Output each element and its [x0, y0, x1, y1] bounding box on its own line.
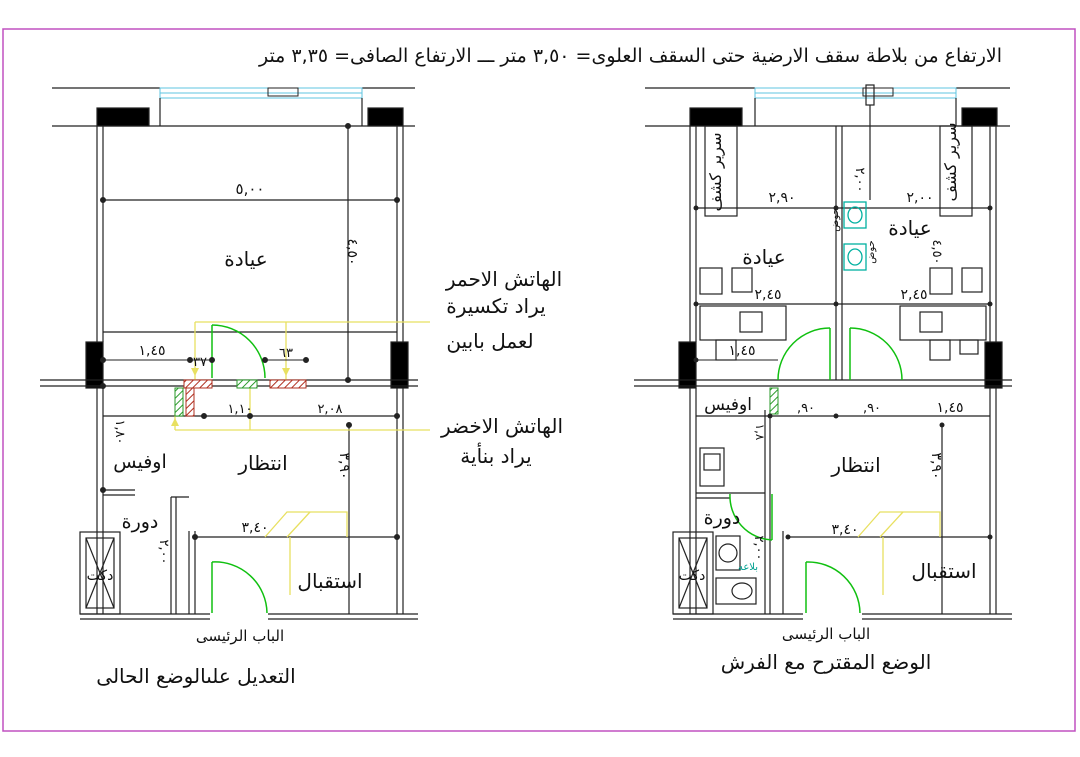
room-label-duct: دكت — [87, 568, 114, 584]
right-plan-caption: الوضع المقترح مع الفرش — [721, 650, 932, 674]
room-label-wc: دورة — [704, 507, 741, 529]
right-yellow-lines — [857, 511, 941, 595]
column — [678, 341, 697, 389]
room-label-office: اوفيس — [113, 451, 167, 473]
chair — [929, 267, 953, 295]
right-labels: سرير كشف سرير كشف ٢,٩٠ ٢,٠٠ ٢,٠٠ حوض حوض… — [679, 122, 977, 674]
right-plan — [634, 84, 1012, 620]
right-duct-box — [672, 531, 714, 615]
dim-label: ٣,٩٠ — [336, 452, 352, 479]
dim-label: ١,١٠ — [227, 402, 252, 417]
sheet-frame — [2, 28, 1076, 732]
dim-label: ٤,٥٠ — [344, 238, 360, 265]
green-hatch-area — [174, 387, 184, 417]
room-label-wc: دورة — [122, 511, 159, 533]
svg-text:لعمل بابين: لعمل بابين — [446, 329, 533, 353]
dim-label: ,٩٠ — [863, 401, 881, 416]
dim-label: ٢,٠٠ — [906, 190, 933, 206]
kitchen-sink — [699, 447, 725, 487]
left-plan — [40, 87, 418, 620]
left-arrows — [171, 368, 290, 426]
dim-label: ٢,٠٠ — [156, 539, 171, 564]
dim-label: ٣,٤٠ — [241, 520, 268, 536]
dim-label: ٢,٤٥ — [900, 287, 927, 303]
main-door-label: الباب الرئيسى — [196, 627, 284, 645]
left-duct-box — [79, 531, 121, 615]
dim-label: ١,٤٥ — [728, 343, 755, 359]
dim-label: ٣,٤٠ — [831, 522, 858, 538]
dim-label: ٣٧ — [193, 355, 207, 370]
room-label-office: اوفيس — [704, 395, 752, 415]
column — [367, 107, 404, 127]
toilet-fixture — [715, 577, 757, 605]
dim-label: ١,٨ — [753, 424, 767, 441]
room-label-clinic: عيادة — [888, 216, 931, 240]
desk — [699, 305, 787, 341]
svg-text:الهاتش الاخضر: الهاتش الاخضر — [440, 414, 563, 438]
right-window — [754, 87, 957, 99]
svg-text:الهاتش الاحمر: الهاتش الاحمر — [445, 267, 562, 291]
chair — [929, 339, 951, 361]
column — [984, 341, 1003, 389]
basin-label: حوض — [866, 240, 877, 263]
dim-label: ١,٨٠ — [112, 419, 127, 444]
room-label-clinic: عيادة — [742, 245, 785, 269]
left-doors — [211, 324, 268, 614]
room-label-reception: استقبال — [297, 569, 362, 593]
desk — [899, 305, 987, 341]
dim-label: ٦٣ — [279, 346, 293, 361]
svg-text:يراد بنأية: يراد بنأية — [460, 442, 531, 468]
chair — [699, 267, 723, 295]
column — [689, 107, 743, 127]
dim-label: ,٩٠ — [797, 401, 815, 416]
left-yellow-lines — [174, 321, 430, 595]
dim-label: ١,٤٥ — [138, 343, 165, 359]
right-dim-points — [693, 205, 993, 540]
left-window — [159, 87, 363, 99]
exam-bed-right — [939, 125, 973, 217]
basin-label: حوض — [830, 208, 841, 231]
room-label-reception: استقبال — [911, 559, 976, 583]
column — [961, 107, 998, 127]
svg-text:يراد تكسيرة: يراد تكسيرة — [446, 294, 545, 318]
green-hatch-note: الهاتش الاخضر يراد بنأية — [440, 414, 563, 468]
dim-label: ٥,٠٠ — [236, 180, 265, 198]
column — [390, 341, 409, 389]
left-dim-lines — [100, 123, 400, 540]
dim-label: ٢,٠٠ — [852, 167, 867, 192]
column — [85, 341, 104, 389]
dim-label: ١,٤٥ — [936, 400, 963, 416]
chair — [731, 267, 753, 293]
red-hatch-area — [185, 387, 195, 417]
room-label-clinic: عيادة — [224, 247, 267, 271]
dim-label: ٢,٠٨ — [317, 402, 342, 417]
room-label-duct: دكت — [679, 568, 706, 584]
chair — [961, 267, 983, 293]
room-label-waiting: انتظار — [237, 451, 287, 475]
dim-label: ٣,٩٠ — [928, 452, 944, 479]
toilet-label: بلاعه — [738, 562, 758, 573]
height-note: الارتفاع من بلاطة سقف الارضية حتى السقف … — [258, 45, 1002, 67]
red-hatch-note: الهاتش الاحمر يراد تكسيرة لعمل بابين — [445, 267, 562, 353]
dim-label: ٢,٩٠ — [768, 190, 795, 206]
main-door-label: الباب الرئيسى — [782, 625, 870, 643]
exam-bed-left — [704, 125, 738, 217]
room-label-waiting: انتظار — [830, 453, 880, 477]
dim-label: ٤,٥٠ — [929, 239, 944, 264]
dim-label: ٢,٠٠ — [751, 535, 766, 560]
green-hatch-area — [236, 379, 258, 389]
left-labels: ٥,٠٠ ٤,٥٠ عيادة ١,٤٥ ٣٧ ٦٣ ١,١٠ ٢,٠٨ ١,٨… — [87, 180, 363, 688]
left-plan-caption: التعديل علىالوضع الحالى — [96, 664, 295, 688]
red-hatch-area — [269, 379, 307, 389]
column — [96, 107, 150, 127]
basins — [843, 201, 867, 271]
exam-bed-label: سرير كشف — [706, 132, 726, 211]
dim-label: ٢,٤٥ — [754, 287, 781, 303]
exam-bed-label: سرير كشف — [941, 122, 961, 201]
green-hatch-area — [769, 387, 779, 415]
red-hatch-area — [183, 379, 213, 389]
right-doors — [729, 327, 903, 614]
